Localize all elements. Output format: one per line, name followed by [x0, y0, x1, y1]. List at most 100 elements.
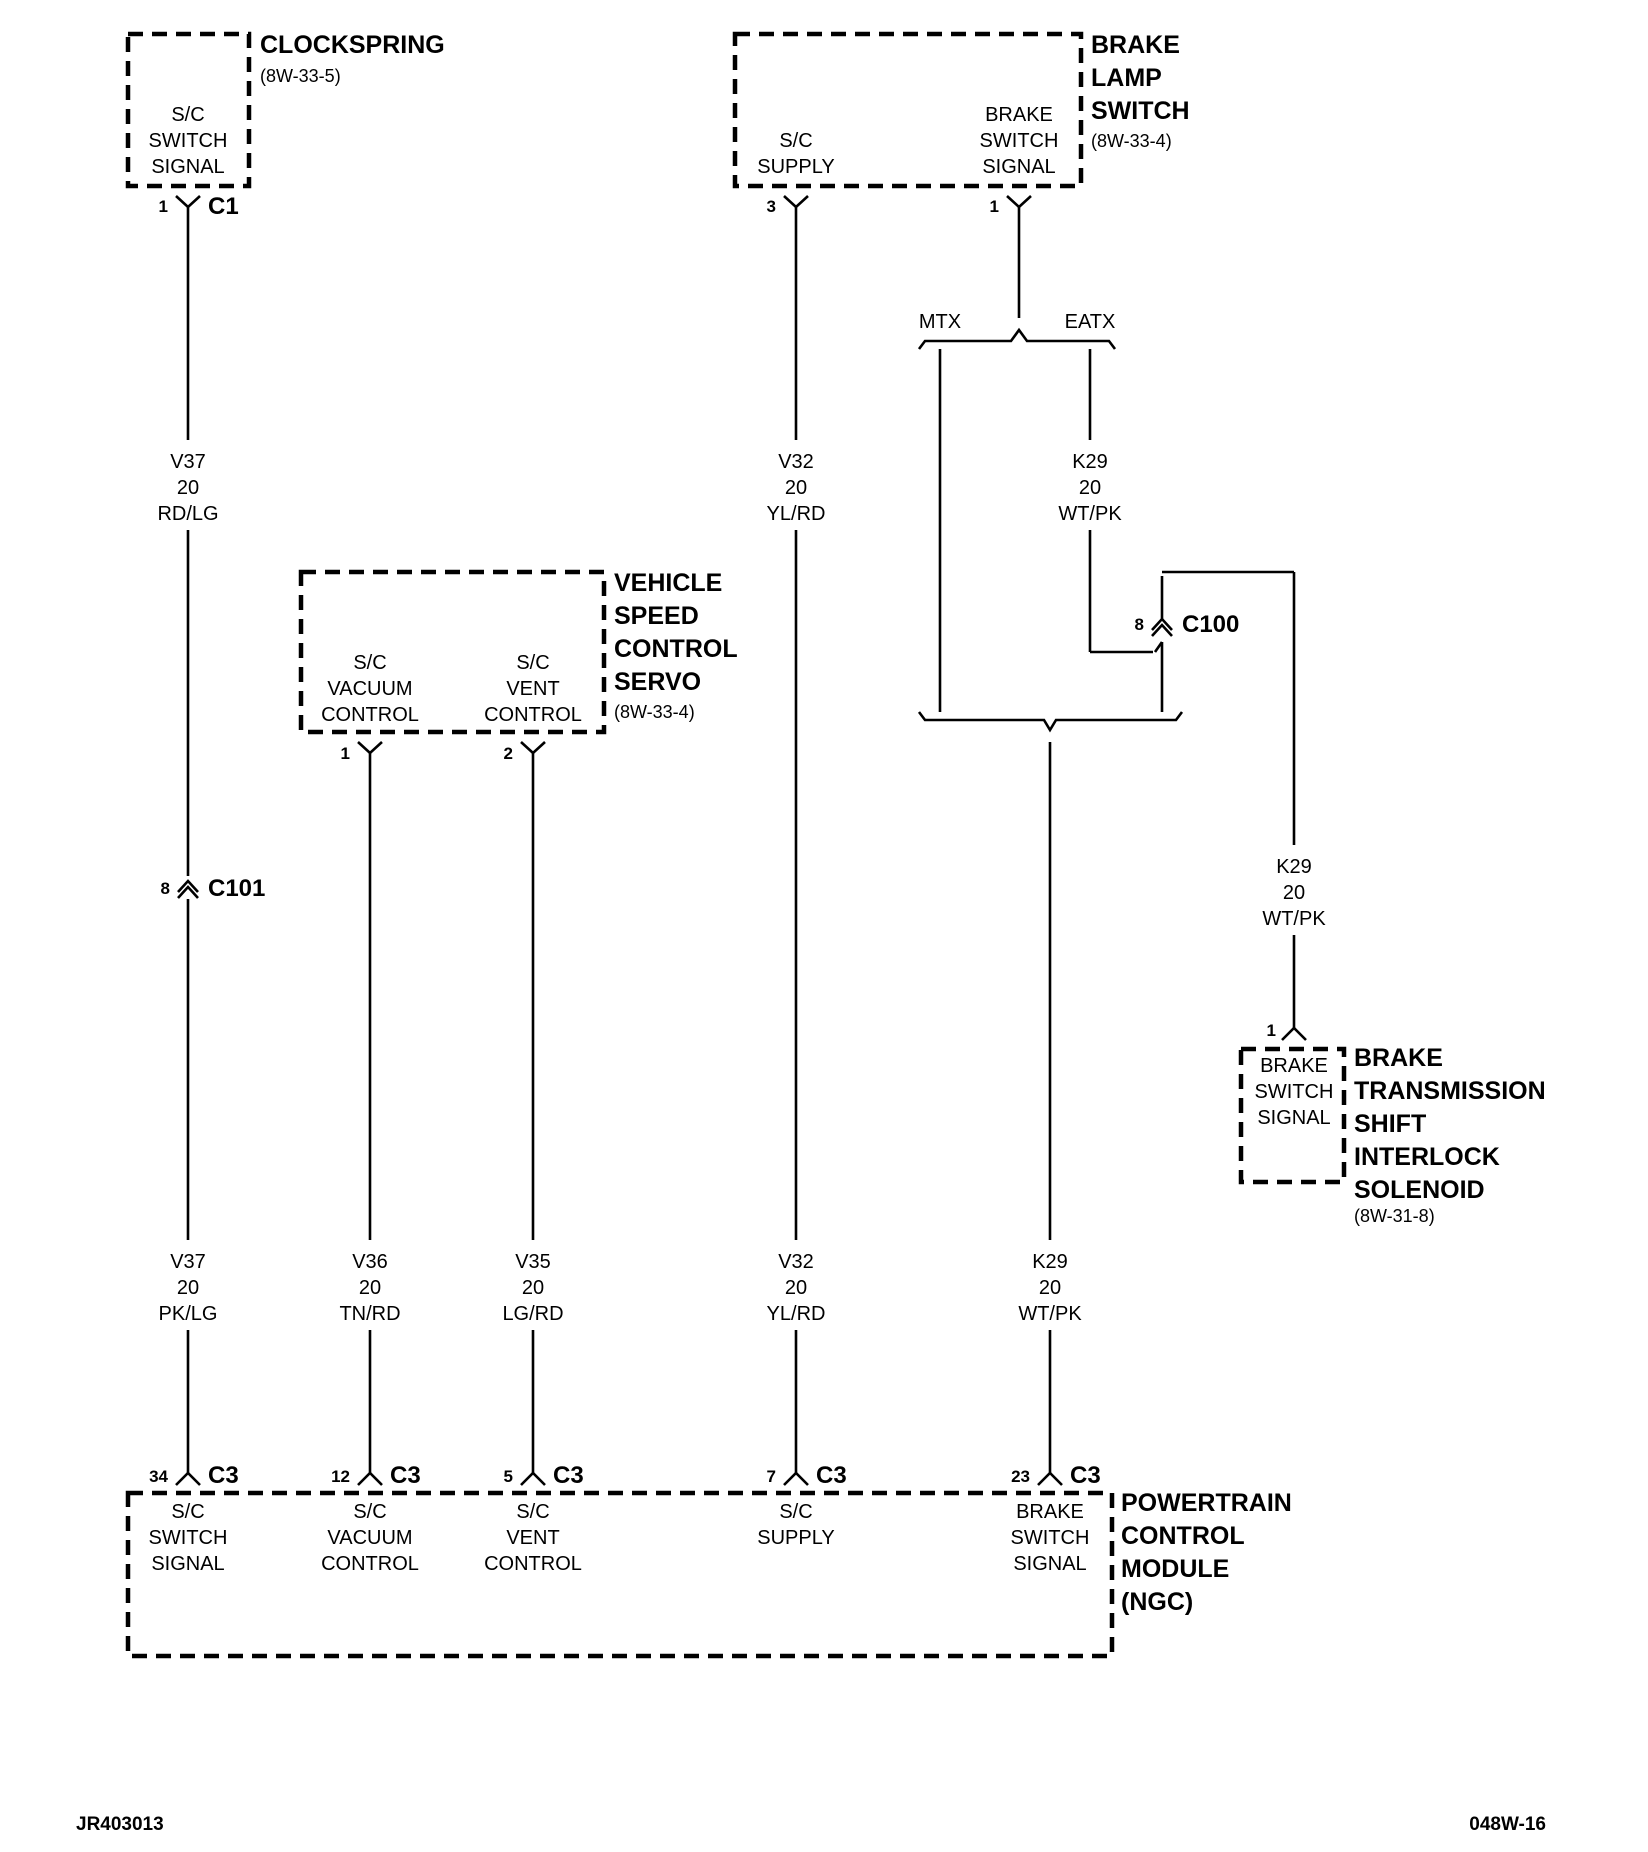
- pcm-title-1: POWERTRAIN: [1121, 1489, 1292, 1517]
- svg-text:K29: K29: [1032, 1251, 1068, 1273]
- pcm-component: POWERTRAIN CONTROL MODULE (NGC) S/C SWIT…: [125, 1462, 1292, 1659]
- pcm-connector-c3-5: C3: [553, 1462, 584, 1489]
- figure-id-left: JR403013: [76, 1814, 164, 1835]
- svg-text:20: 20: [522, 1277, 544, 1299]
- c100-connector: 8 C100: [1135, 611, 1239, 653]
- svg-text:CONTROL: CONTROL: [484, 704, 582, 726]
- svg-text:RD/LG: RD/LG: [157, 503, 218, 525]
- svg-text:SWITCH: SWITCH: [980, 130, 1059, 152]
- interlock-title-1: BRAKE: [1354, 1044, 1443, 1072]
- clockspring-pin-number: 1: [159, 197, 168, 216]
- c100-name: C100: [1182, 611, 1239, 638]
- clockspring-component: CLOCKSPRING (8W-33-5) S/C SWITCH SIGNAL …: [125, 31, 445, 220]
- wire-label-v32-lower: V32 20 YL/RD: [767, 1251, 826, 1325]
- mtx-eatx-lower-bracket: [917, 711, 1184, 733]
- svg-text:WT/PK: WT/PK: [1262, 908, 1326, 930]
- pcm-box: [125, 1490, 1115, 1659]
- c101-pin: 8: [161, 879, 170, 898]
- speed-control-servo-component: VEHICLE SPEED CONTROL SERVO (8W-33-4) S/…: [298, 569, 738, 763]
- svg-text:SWITCH: SWITCH: [149, 1527, 228, 1549]
- svg-text:V37: V37: [170, 451, 206, 473]
- pcm-connector-c3-23: C3: [1070, 1462, 1101, 1489]
- svg-text:BRAKE: BRAKE: [1260, 1055, 1328, 1077]
- svg-text:20: 20: [1039, 1277, 1061, 1299]
- pcm-title-2: CONTROL: [1121, 1522, 1245, 1550]
- svg-text:20: 20: [1283, 882, 1305, 904]
- interlock-terminal-1: [1281, 1026, 1307, 1041]
- svg-text:S/C: S/C: [779, 1501, 812, 1523]
- figure-id-right: 048W-16: [1469, 1814, 1546, 1835]
- svg-text:S/C: S/C: [353, 1501, 386, 1523]
- svg-text:SWITCH: SWITCH: [1011, 1527, 1090, 1549]
- svg-text:V36: V36: [352, 1251, 388, 1273]
- brake-lamp-switch-pin-1: 1: [990, 197, 999, 216]
- servo-terminal-2: [520, 741, 546, 755]
- svg-text:PK/LG: PK/LG: [159, 1303, 218, 1325]
- svg-text:S/C: S/C: [516, 652, 549, 674]
- svg-text:SIGNAL: SIGNAL: [151, 1553, 224, 1575]
- svg-text:K29: K29: [1276, 856, 1312, 878]
- eatx-label: EATX: [1065, 311, 1116, 333]
- c101-name: C101: [208, 875, 265, 902]
- svg-text:CONTROL: CONTROL: [321, 1553, 419, 1575]
- brake-lamp-switch-title-2: LAMP: [1091, 64, 1162, 92]
- pcm-connector-c3-12: C3: [390, 1462, 421, 1489]
- shift-interlock-solenoid-component: BRAKE TRANSMISSION SHIFT INTERLOCK SOLEN…: [1238, 1021, 1546, 1226]
- svg-text:SWITCH: SWITCH: [149, 130, 228, 152]
- interlock-pin-1: 1: [1267, 1021, 1276, 1040]
- wire-label-v37-upper: V37 20 RD/LG: [157, 451, 218, 525]
- pcm-pin-12: 12: [331, 1467, 350, 1486]
- pcm-pin-23-label: BRAKE SWITCH SIGNAL: [1011, 1501, 1090, 1575]
- interlock-title-3: SHIFT: [1354, 1110, 1426, 1138]
- svg-text:S/C: S/C: [779, 130, 812, 152]
- servo-pin-1: 1: [341, 744, 350, 763]
- interlock-title-5: SOLENOID: [1354, 1176, 1485, 1204]
- pcm-pin-5: 5: [504, 1467, 513, 1486]
- svg-text:V37: V37: [170, 1251, 206, 1273]
- svg-text:20: 20: [177, 477, 199, 499]
- svg-text:YL/RD: YL/RD: [767, 503, 826, 525]
- pcm-pin-12-label: S/C VACUUM CONTROL: [321, 1501, 419, 1575]
- clockspring-box: [125, 31, 252, 189]
- pcm-pin-7: 7: [767, 1467, 776, 1486]
- shift-interlock-box: [1238, 1046, 1347, 1185]
- svg-text:CONTROL: CONTROL: [321, 704, 419, 726]
- servo-terminal-1: [357, 741, 383, 755]
- servo-ref: (8W-33-4): [614, 702, 695, 722]
- svg-text:SWITCH: SWITCH: [1255, 1081, 1334, 1103]
- svg-text:SUPPLY: SUPPLY: [757, 1527, 834, 1549]
- svg-text:20: 20: [785, 477, 807, 499]
- svg-text:WT/PK: WT/PK: [1018, 1303, 1082, 1325]
- svg-text:S/C: S/C: [171, 1501, 204, 1523]
- svg-text:VACUUM: VACUUM: [327, 678, 412, 700]
- brake-lamp-switch-terminal-1: [1006, 195, 1032, 209]
- svg-text:SIGNAL: SIGNAL: [1257, 1107, 1330, 1129]
- brake-lamp-switch-pin-sc-supply-label: S/C SUPPLY: [757, 130, 834, 178]
- pcm-connector-c3-7: C3: [816, 1462, 847, 1489]
- mtx-eatx-upper-bracket: [917, 327, 1117, 350]
- pcm-connector-c3-34: C3: [208, 1462, 239, 1489]
- svg-text:S/C: S/C: [171, 104, 204, 126]
- pcm-terminal-7: [783, 1471, 809, 1486]
- interlock-title-2: TRANSMISSION: [1354, 1077, 1546, 1105]
- svg-text:TN/RD: TN/RD: [339, 1303, 400, 1325]
- pcm-pin-34-label: S/C SWITCH SIGNAL: [149, 1501, 228, 1575]
- svg-text:YL/RD: YL/RD: [767, 1303, 826, 1325]
- pcm-pin-23: 23: [1011, 1467, 1030, 1486]
- brake-lamp-switch-pin-3: 3: [767, 197, 776, 216]
- svg-text:20: 20: [1079, 477, 1101, 499]
- wire-label-v37-lower: V37 20 PK/LG: [159, 1251, 218, 1325]
- pcm-terminal-12: [357, 1471, 383, 1486]
- pcm-pin-5-label: S/C VENT CONTROL: [484, 1501, 582, 1575]
- mtx-label: MTX: [919, 311, 961, 333]
- pcm-terminal-34: [175, 1471, 201, 1486]
- wire-label-v35: V35 20 LG/RD: [502, 1251, 563, 1325]
- svg-text:WT/PK: WT/PK: [1058, 503, 1122, 525]
- servo-pin-vent-label: S/C VENT CONTROL: [484, 652, 582, 726]
- pcm-pin-7-label: S/C SUPPLY: [757, 1501, 834, 1549]
- wire-label-k29-eatx: K29 20 WT/PK: [1058, 451, 1122, 525]
- svg-text:VACUUM: VACUUM: [327, 1527, 412, 1549]
- speed-control-servo-box: [298, 569, 607, 735]
- wire-label-v36: V36 20 TN/RD: [339, 1251, 400, 1325]
- clockspring-ref: (8W-33-5): [260, 66, 341, 86]
